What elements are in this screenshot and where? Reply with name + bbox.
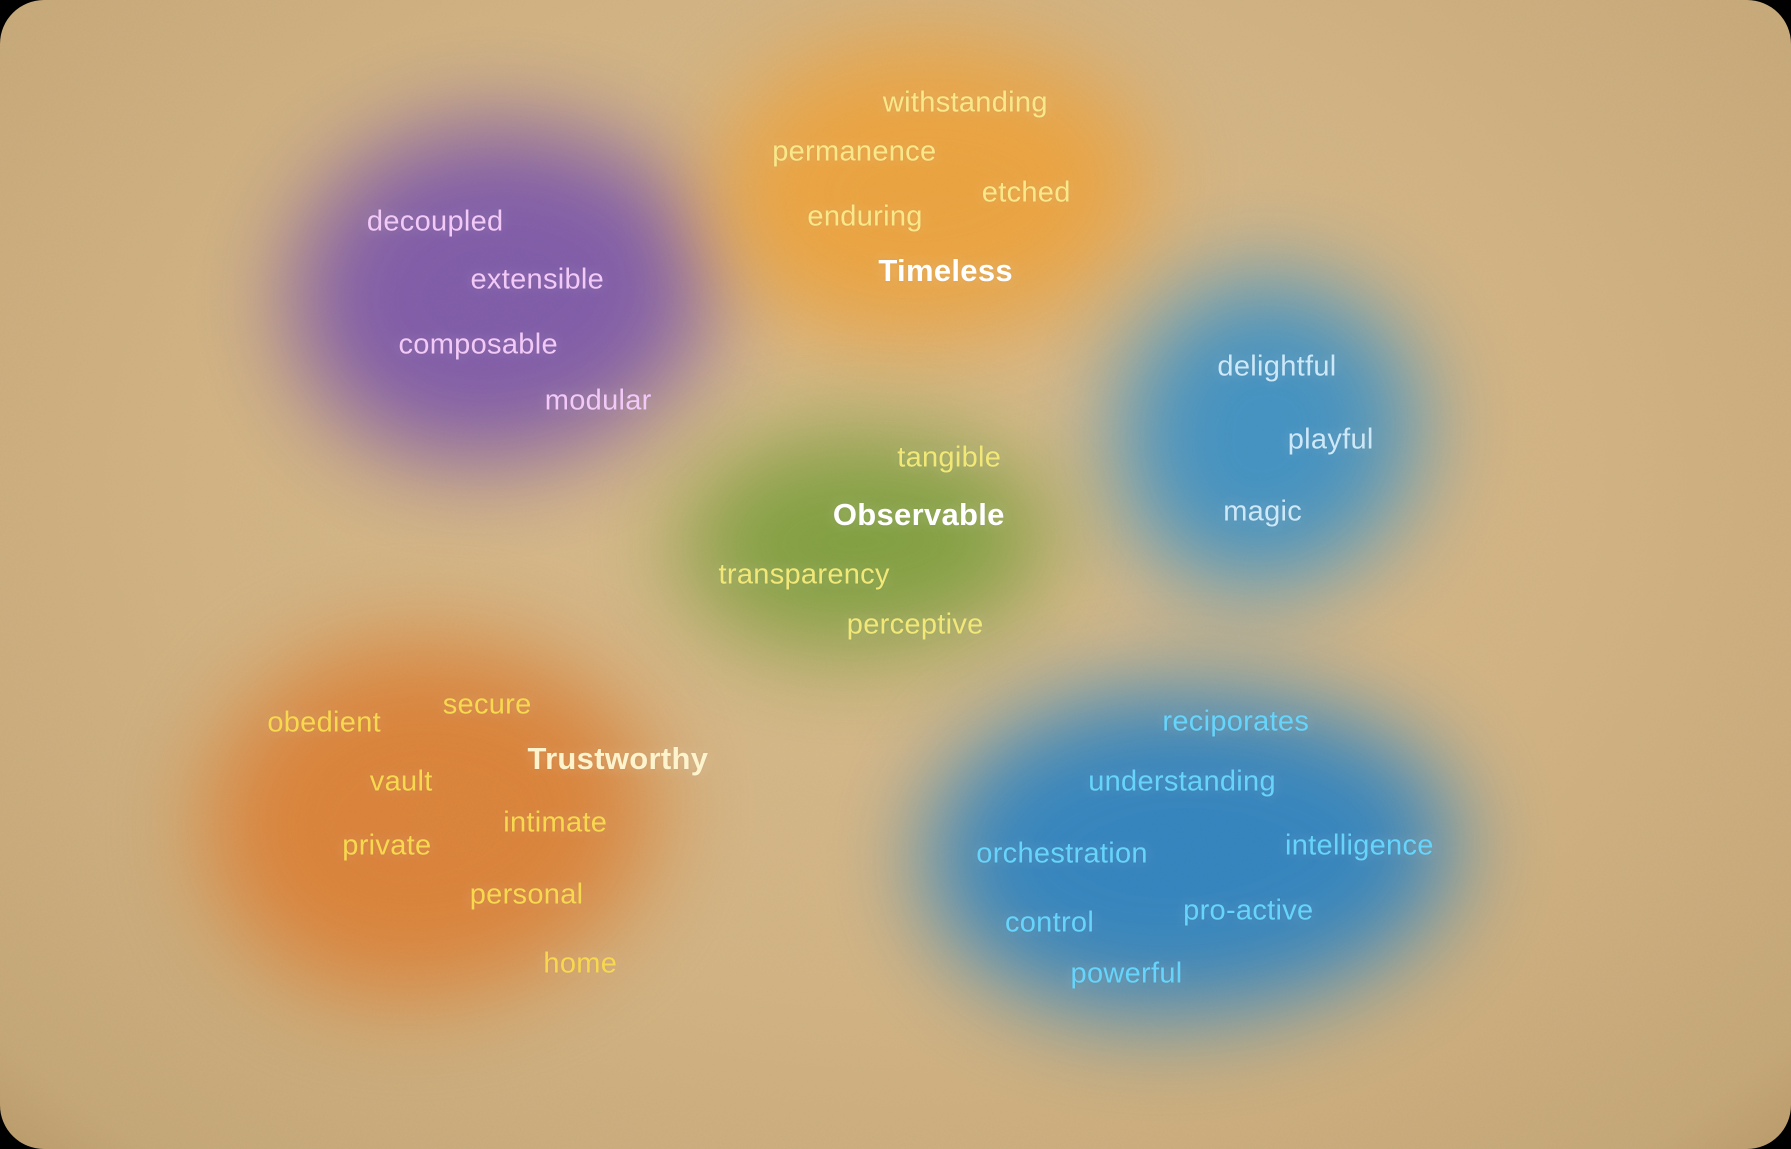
- cluster-title-observable: Observable: [832, 496, 1005, 532]
- cluster-word-magic: magic: [1223, 495, 1303, 528]
- cluster-word-secure: secure: [442, 688, 532, 721]
- cluster-word-reciporates: reciporates: [1162, 705, 1310, 738]
- cluster-title-trustworthy: Trustworthy: [527, 741, 709, 777]
- cluster-word-enduring: enduring: [807, 200, 923, 233]
- cluster-word-control: control: [1004, 906, 1095, 939]
- cluster-title-timeless: Timeless: [878, 253, 1013, 289]
- cluster-word-decoupled: decoupled: [366, 205, 504, 238]
- cluster-blob-timeless: [716, 39, 1147, 340]
- cluster-word-delightful: delightful: [1217, 350, 1337, 383]
- cluster-word-pro-active: pro-active: [1183, 894, 1314, 927]
- cluster-word-composable: composable: [398, 328, 558, 361]
- cluster-word-intimate: intimate: [503, 806, 608, 839]
- cluster-word-vault: vault: [369, 765, 433, 798]
- cluster-word-orchestration: orchestration: [976, 837, 1148, 870]
- cluster-word-modular: modular: [544, 384, 652, 417]
- cluster-word-obedient: obedient: [267, 706, 381, 739]
- cluster-word-permanence: permanence: [772, 135, 937, 168]
- cluster-word-home: home: [543, 947, 618, 980]
- cluster-word-tangible: tangible: [897, 441, 1002, 474]
- cluster-word-private: private: [342, 829, 432, 862]
- cluster-word-etched: etched: [981, 176, 1071, 209]
- cluster-word-perceptive: perceptive: [846, 608, 984, 641]
- cluster-word-understanding: understanding: [1088, 765, 1276, 798]
- cluster-word-withstanding: withstanding: [882, 86, 1048, 119]
- cluster-word-powerful: powerful: [1070, 957, 1183, 990]
- cluster-word-intelligence: intelligence: [1285, 829, 1434, 862]
- cluster-word-transparency: transparency: [718, 558, 890, 590]
- cluster-word-playful: playful: [1287, 423, 1374, 456]
- cluster-word-extensible: extensible: [470, 263, 605, 296]
- cluster-word-personal: personal: [469, 878, 584, 911]
